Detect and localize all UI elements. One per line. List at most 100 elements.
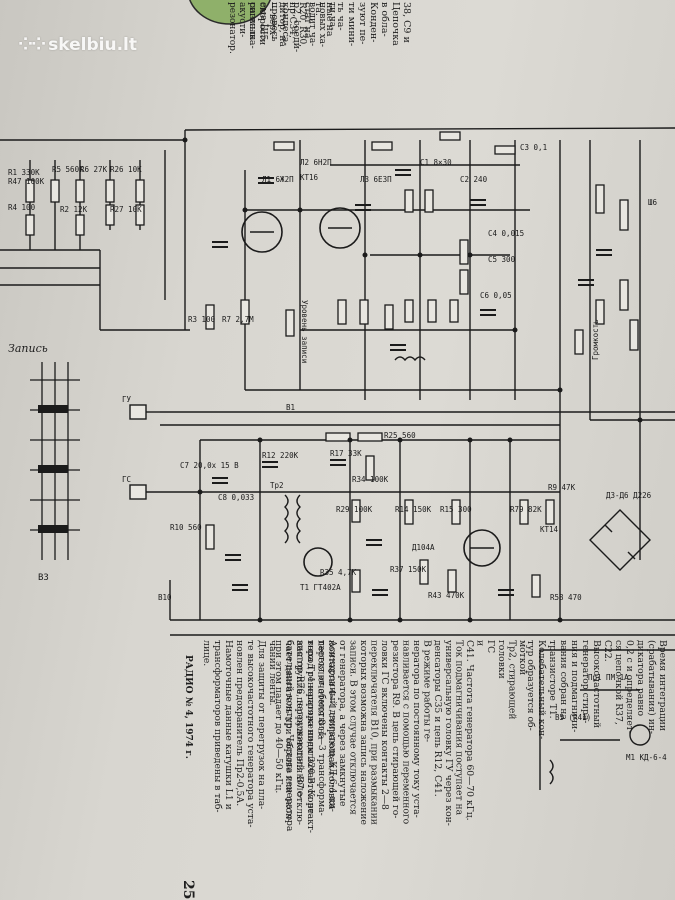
body-text-line: моткой — [517, 640, 528, 675]
component-label: R47 100K — [8, 177, 45, 186]
component-label: В1 — [286, 403, 295, 412]
body-text-line: лице. — [201, 640, 212, 666]
page-number: 25 — [180, 880, 196, 899]
body-text-line: Тр2, стирающей — [506, 640, 517, 720]
component-label: R27 10K — [110, 205, 142, 214]
component-label: КТ16 — [300, 173, 319, 182]
body-text-line: тора Тр1 напряжением 220 В. Контакт- — [305, 640, 316, 833]
transistor-t1-icon — [303, 547, 333, 577]
component-label: R14 150K — [395, 505, 432, 514]
body-text-line: ная группа переключателя В7 отклю- — [294, 640, 305, 825]
body-text-line: контакты 4—1 стирающая головка — [326, 640, 337, 810]
body-text-line: денсаторы С35 и цепь R12, С41. — [432, 640, 443, 797]
top-right-text-line: провесь — [269, 2, 280, 42]
diode-bridge-icon — [589, 509, 651, 571]
component-label: Уровень записи — [300, 300, 309, 363]
component-label: R5 560K — [52, 165, 84, 174]
body-text-line: C22. — [602, 640, 613, 662]
top-left-text-line: — верх- — [267, 2, 277, 38]
component-label: R34 100K — [352, 475, 389, 484]
body-text-line: В режиме работы ге- — [422, 640, 433, 742]
body-text-line: Намоточные данные катушки L1 и — [223, 640, 234, 810]
body-text-line: головки — [496, 640, 507, 679]
body-text-line: нератора по постоянному току уста- — [411, 640, 422, 818]
top-left-text-line: водит ча- — [307, 2, 317, 46]
schematic-wires — [0, 127, 675, 790]
body-text-line: которых возможна запись наложение — [358, 640, 369, 825]
component-label: R6 27K — [80, 165, 108, 174]
body-text-line: зистор R76, нагружающий коле- — [294, 640, 305, 799]
body-text-line: Ток подмагничивания поступает на — [453, 640, 464, 816]
body-text-line: те высокочастотного генератора уста- — [245, 640, 256, 827]
junction-dots — [182, 137, 643, 623]
resistor-symbols — [25, 131, 639, 598]
body-text-line: и — [475, 640, 486, 646]
component-label: R7 2,7M — [222, 315, 254, 324]
body-text-line: дикатора равно — [635, 640, 646, 717]
body-text-line: выход генератора подключается ре- — [305, 640, 316, 817]
component-label: R25 560 — [384, 431, 416, 440]
component-label: C8 0,033 — [218, 493, 254, 502]
component-label: R79 82K — [510, 505, 542, 514]
top-left-text-line: пр С34, — [287, 2, 297, 38]
component-label: C1 8×30 — [420, 158, 452, 167]
component-label: В5 (R41) — [555, 713, 591, 722]
body-text-line: навливается с помощью переменного — [400, 640, 411, 825]
body-text-line: Высокочастотный — [591, 640, 602, 728]
top-right-text-line: зуют пе- — [357, 2, 368, 44]
capacitor-symbols — [212, 169, 612, 596]
body-text-line: ся цепочкой R37, — [613, 640, 624, 725]
component-label: Громкость — [591, 319, 600, 360]
tape-heads — [129, 404, 147, 500]
component-label: ГУ — [122, 395, 132, 404]
tube-l2-icon — [319, 207, 361, 249]
top-right-text-line: ть ча- — [335, 2, 346, 31]
top-left-text-line: акусти- — [237, 2, 247, 37]
component-label: R2 12K — [60, 205, 88, 214]
component-label: КТ14 — [540, 525, 559, 534]
component-label: Л3 6Е3П — [360, 175, 392, 184]
body-text-line: ловки ГС включены контакты 2—8 — [379, 640, 390, 810]
motor-icon — [629, 724, 651, 746]
body-text-line: Время интеграции — [657, 640, 668, 731]
body-text-line: Колебательный кон- — [536, 640, 547, 739]
component-label: R10 560 — [170, 523, 202, 532]
component-label: R26 10K — [110, 165, 142, 174]
body-text-line: новлен предохранитель Пр2-0,5А. — [234, 640, 245, 806]
tube-l3-icon — [463, 529, 501, 567]
top-right-text-line: размыка- — [247, 2, 258, 49]
erase-head-icon — [129, 484, 147, 500]
transformer-symbols — [284, 356, 554, 785]
vacuum-tubes — [241, 207, 501, 577]
component-label: Пр1 ПМ-1А — [588, 673, 629, 682]
component-label: C4 0,015 — [488, 229, 524, 238]
body-text-line: переключателя 8 на — [316, 640, 327, 740]
component-label: Тр2 — [270, 481, 284, 490]
body-text-line: Асинхронный двигатель КД-6-4 пи- — [327, 640, 338, 812]
body-text-line: резистора R9. В цепь стирающей го- — [390, 640, 401, 818]
body-text-line: вания собран на — [558, 640, 569, 720]
component-label: R17 33K — [330, 449, 362, 458]
body-text-line: Для защиты от перегрузок на пла- — [256, 640, 267, 809]
component-label: R43 470K — [428, 591, 465, 600]
top-left-text: ти ча-новых ха-водит ча-R20, R30,пр С34,… — [227, 2, 337, 54]
body-text-line: трансформаторов приведены в таб- — [212, 640, 223, 813]
record-label: Запись — [8, 342, 48, 355]
component-label: М1 КД-6-4 — [626, 753, 667, 762]
body-text-line: С41. Частота генератора 60—70 кГц. — [464, 640, 475, 821]
component-label: R1 330K — [8, 168, 40, 177]
top-right-text-line: кондеса- — [280, 2, 291, 46]
body-text-line: ГС — [485, 640, 496, 653]
top-right-text-line: р2, соеди- — [291, 2, 302, 52]
body-text-line: (срабатывания) ин- — [646, 640, 657, 734]
body-text-line: записи. В этом случае отключается — [347, 640, 358, 815]
leaf-ornament — [189, 0, 271, 25]
body-text-line: чает двигатель при обрыве или окон- — [283, 640, 294, 822]
body-text-line: тается от обмотки I—3 трансформа- — [316, 640, 327, 816]
component-label: C2 240 — [460, 175, 488, 184]
component-label: Д104А — [412, 543, 435, 552]
top-left-text-line: R20, R30, — [297, 2, 307, 47]
component-label: R29 100K — [336, 505, 373, 514]
